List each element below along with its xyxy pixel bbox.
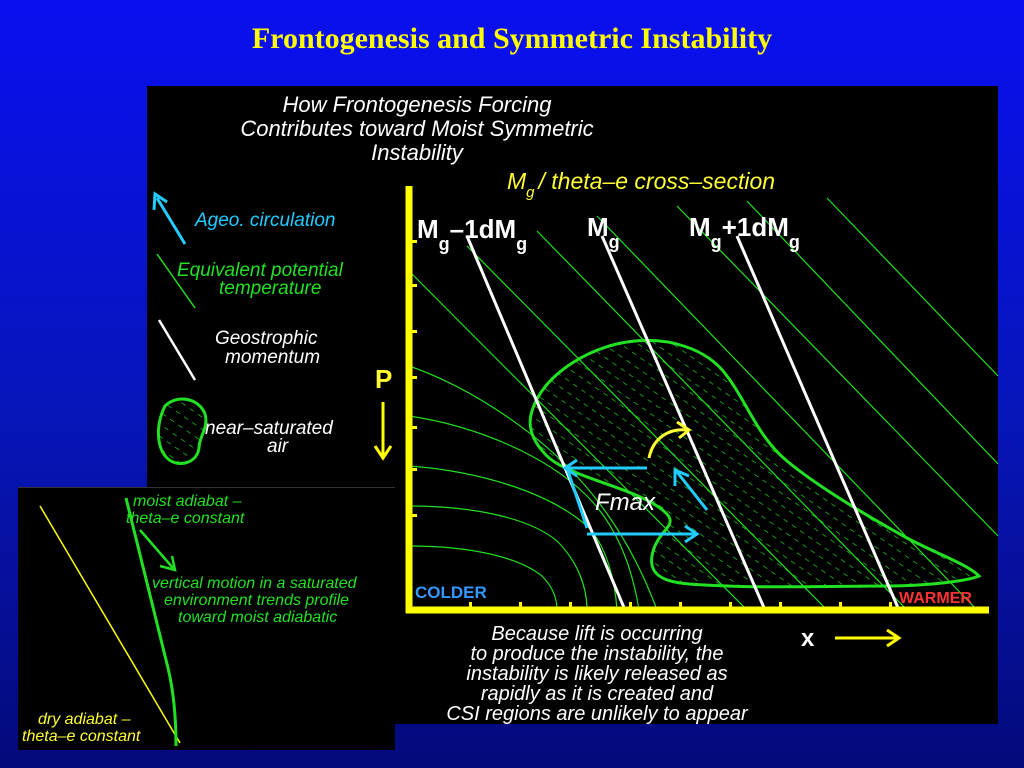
pressure-down-arrow — [373, 402, 393, 461]
legend-geostrophic-line-2: momentum — [225, 347, 320, 368]
bottom-explanation: Because lift is occurring to produce the… — [446, 623, 749, 724]
fmax-label: Fmax — [595, 489, 656, 516]
svg-text:Because lift is occurring: Because lift is occurring — [491, 623, 702, 645]
momentum-label-right: Mg+1dMg — [689, 212, 800, 252]
svg-text:CSI regions are unlikely to ap: CSI regions are unlikely to appear — [446, 703, 749, 724]
momentum-label-left: Mg–1dMg — [417, 214, 527, 254]
colder-label: COLDER — [415, 583, 487, 602]
theta-e-legend-icon — [156, 253, 196, 309]
diagram-heading-line-2: Contributes toward Moist Symmetric — [240, 116, 593, 141]
legend-theta-e-line-2: temperature — [219, 278, 321, 299]
parcel-displacement-arrow — [647, 420, 692, 459]
diagram-heading-line-3: Instability — [371, 140, 465, 165]
svg-text:Mg/ theta–e cross–section: Mg/ theta–e cross–section — [507, 168, 775, 201]
geostrophic-momentum-lines — [465, 235, 901, 610]
adiabat-inset-panel: moist adiabat – theta–e constant vertica… — [18, 487, 395, 750]
x-right-arrow — [835, 628, 902, 648]
momentum-line-right — [735, 235, 901, 610]
legend-ageo-label: Ageo. circulation — [194, 210, 335, 231]
dry-adiabat-line — [39, 505, 181, 744]
svg-text:to produce the instability, th: to produce the instability, the — [470, 643, 723, 665]
vertical-motion-line-2: environment trends profile — [164, 592, 349, 609]
svg-text:Mg+1dMg: Mg+1dMg — [689, 212, 800, 252]
svg-text:instability is likely released: instability is likely released as — [466, 663, 727, 685]
y-axis-ticks — [409, 240, 417, 517]
legend-geostrophic-line-1: Geostrophic — [215, 328, 318, 349]
legend: Ageo. circulation Equivalent potential t… — [152, 191, 344, 465]
vertical-motion-line-1: vertical motion in a saturated — [152, 575, 358, 592]
near-saturated-region — [528, 339, 982, 589]
geostrophic-momentum-legend-icon — [157, 319, 197, 381]
svg-text:Mg–1dMg: Mg–1dMg — [417, 214, 527, 254]
cross-section-diagram: How Frontogenesis Forcing Contributes to… — [152, 92, 998, 724]
trend-arrow — [139, 529, 177, 572]
svg-text:rapidly as it is created and: rapidly as it is created and — [481, 683, 714, 705]
slide-title: Frontogenesis and Symmetric Instability — [251, 22, 773, 55]
legend-theta-e-line-1: Equivalent potential — [177, 260, 344, 281]
vertical-motion-line-3: toward moist adiabatic — [178, 609, 337, 626]
x-axis-label: x — [801, 625, 815, 652]
ageostrophic-circulation — [562, 458, 709, 544]
diagram-heading-line-1: How Frontogenesis Forcing — [282, 92, 552, 117]
saturated-air-legend-icon — [157, 397, 208, 465]
warmer-label: WARMER — [899, 590, 972, 607]
pressure-axis-label: P — [375, 364, 392, 394]
dry-adiabat-label-line-1: dry adiabat – — [38, 711, 131, 728]
x-axis-ticks — [469, 602, 892, 610]
moist-adiabat-label-line-1: moist adiabat – — [133, 493, 242, 510]
dry-adiabat-label-line-2: theta–e constant — [22, 728, 141, 745]
plot-area: Fmax — [409, 197, 998, 610]
ageo-circulation-legend-icon — [152, 191, 187, 245]
momentum-line-center — [600, 235, 767, 610]
adiabat-inset-diagram: moist adiabat – theta–e constant vertica… — [22, 493, 358, 747]
legend-saturated-line-1: near–saturated — [205, 418, 334, 439]
moist-adiabat-label-line-2: theta–e constant — [126, 510, 245, 527]
moist-adiabat-curve — [124, 497, 178, 747]
legend-saturated-line-2: air — [267, 436, 289, 457]
momentum-line-left — [465, 235, 627, 610]
cross-section-label: Mg/ theta–e cross–section — [507, 168, 775, 201]
svg-text:Mg: Mg — [587, 212, 620, 252]
momentum-label-center: Mg — [587, 212, 620, 252]
